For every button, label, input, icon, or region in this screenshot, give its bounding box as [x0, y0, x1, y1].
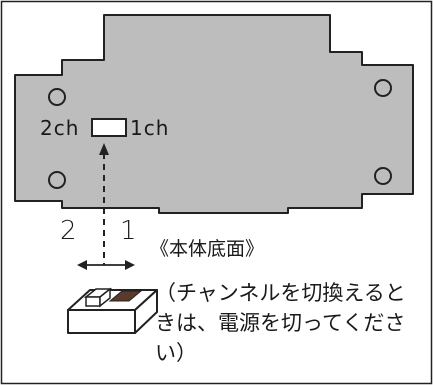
mount-hole-top-right — [374, 79, 392, 97]
mount-hole-top-left — [48, 88, 66, 106]
channel-switch-slot — [91, 118, 127, 137]
channel-2-label: 2ch — [40, 116, 80, 140]
slide-switch-icon — [67, 287, 158, 334]
position-1-label: 1 — [120, 216, 137, 246]
device-bottom-panel — [14, 14, 414, 214]
channel-switch-note: （チャンネルを切換えるときは、電源を切ってください） — [155, 281, 406, 365]
mount-hole-bottom-right — [374, 167, 392, 185]
bottom-view-caption: 《本体底面》 — [150, 238, 265, 260]
channel-1-label: 1ch — [130, 116, 170, 140]
double-arrow-icon — [77, 260, 135, 270]
switch-pointer-arrow — [99, 143, 109, 265]
position-2-label: 2 — [60, 216, 77, 246]
mount-hole-bottom-left — [48, 171, 66, 189]
